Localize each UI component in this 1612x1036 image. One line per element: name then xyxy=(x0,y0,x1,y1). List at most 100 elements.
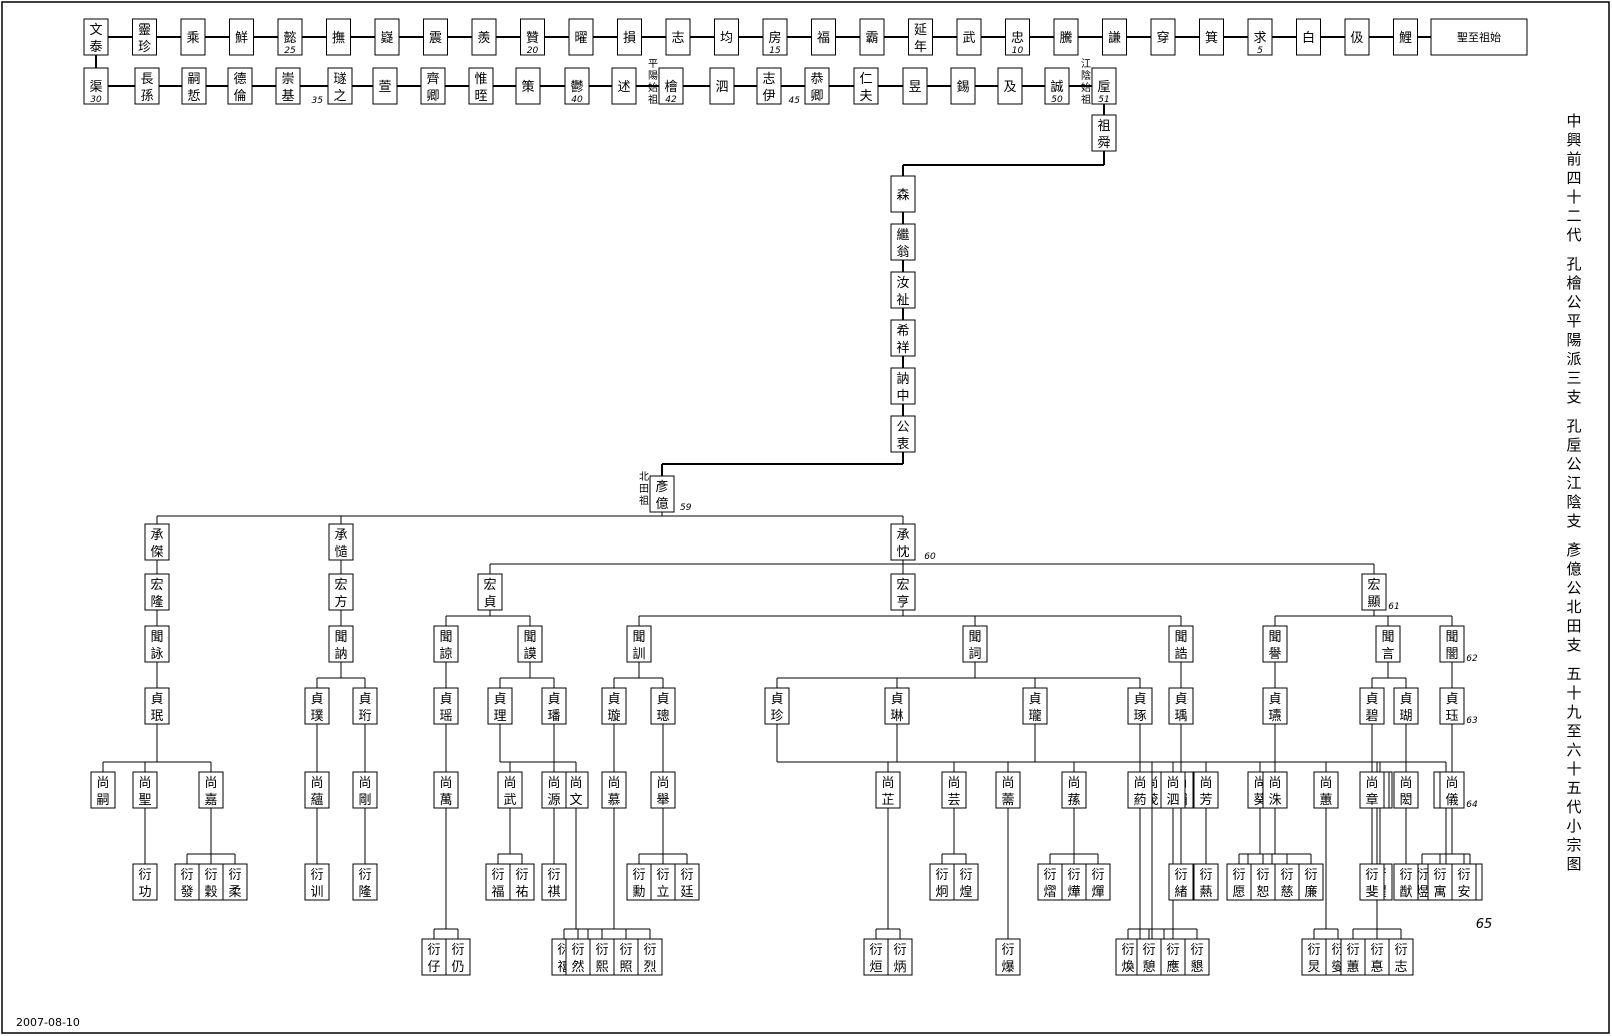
person-box: 渠 xyxy=(83,67,109,105)
person-box: 貞珩 xyxy=(352,687,378,725)
person-box: 錫 xyxy=(950,67,976,105)
person-box: 尚聖 xyxy=(132,771,158,809)
person-name: 忠 xyxy=(1011,31,1024,46)
person-name: 隆 xyxy=(358,885,371,900)
person-box: 尚葯 xyxy=(1127,771,1153,809)
person-name: 靈 xyxy=(138,23,151,38)
person-name: 及 xyxy=(1003,80,1016,95)
person-name: 貞 xyxy=(607,692,620,707)
generation-number: 60 xyxy=(924,552,936,562)
person-box-frame xyxy=(1393,687,1419,725)
person-box: 繼翁 xyxy=(890,223,916,261)
person-name: 鬱 xyxy=(570,80,583,95)
side-label: 始 xyxy=(1081,81,1091,94)
person-name: 爆 xyxy=(1001,960,1014,975)
person-name: 燀 xyxy=(1091,885,1104,900)
person-name: 尚 xyxy=(1133,776,1146,791)
person-name: 檜 xyxy=(664,79,677,95)
generation-number: 20 xyxy=(527,46,539,56)
person-box-frame xyxy=(884,687,910,725)
person-name: 衍 xyxy=(619,943,632,958)
person-name: 志 xyxy=(671,31,684,46)
title-char: 小 xyxy=(1566,817,1581,835)
person-box: 白 xyxy=(1296,18,1321,56)
person-name: 璞 xyxy=(310,709,323,724)
person-name: 志 xyxy=(762,72,775,87)
person-name: 璇 xyxy=(607,709,620,724)
person-box-frame xyxy=(227,67,253,105)
title-char: 公 xyxy=(1566,579,1581,597)
person-box-frame xyxy=(1439,687,1465,725)
person-box-frame xyxy=(1393,863,1419,901)
person-name: 衍 xyxy=(1280,868,1293,883)
person-box: 衍斐 xyxy=(1359,863,1385,901)
person-name: 衍 xyxy=(1232,868,1245,883)
person-name: 烜 xyxy=(869,960,882,975)
person-box-frame xyxy=(1364,938,1390,976)
person-box-frame xyxy=(497,771,523,809)
person-box-frame xyxy=(180,18,206,56)
person-name: 恕 xyxy=(1256,885,1269,900)
person-name: 衷 xyxy=(896,436,909,452)
person-name: 尚 xyxy=(310,776,323,791)
person-name: 勳 xyxy=(632,885,645,900)
person-box: 衍燁 xyxy=(1061,863,1087,901)
person-name: 尚 xyxy=(439,776,452,791)
person-name: 衍 xyxy=(1174,868,1187,883)
person-box-frame xyxy=(617,18,642,56)
person-box-frame xyxy=(1150,18,1176,56)
person-box: 謙 xyxy=(1102,18,1127,56)
generation-number: 64 xyxy=(1466,800,1478,810)
person-name: 熠 xyxy=(1043,885,1056,900)
person-box: 祖舜 xyxy=(1091,114,1117,152)
generation-number: 50 xyxy=(1051,95,1063,105)
person-name: 芷 xyxy=(881,792,894,808)
person-name: 承 xyxy=(896,528,909,543)
person-name: 闇 xyxy=(1445,647,1458,662)
person-name: 志 xyxy=(1394,960,1407,975)
person-name: 應 xyxy=(1166,959,1179,975)
person-box: 贊 xyxy=(520,18,545,56)
person-name: 萱 xyxy=(378,80,391,95)
person-box-frame xyxy=(1274,863,1300,901)
side-label: 北 xyxy=(639,471,649,483)
person-name: 尚 xyxy=(1445,776,1458,791)
person-box-frame xyxy=(714,18,739,56)
person-box: 泗 xyxy=(709,67,735,105)
person-box: 衍熠 xyxy=(1037,863,1063,901)
person-name: 聞 xyxy=(334,630,347,645)
person-box-frame xyxy=(1022,687,1048,725)
person-name: 衍 xyxy=(893,943,906,958)
person-name: 謙 xyxy=(1108,31,1121,46)
title-char: 孔 xyxy=(1566,417,1581,435)
person-box-frame xyxy=(328,573,354,611)
person-box: 衍柔 xyxy=(222,863,248,901)
person-name: 薷 xyxy=(1001,793,1014,808)
person-name: 仔 xyxy=(427,960,440,975)
person-name: 延 xyxy=(914,23,927,38)
side-label: 田 xyxy=(639,484,649,495)
person-name: 穿 xyxy=(1156,30,1169,46)
person-box-frame xyxy=(198,771,224,809)
person-box: 均 xyxy=(714,18,739,56)
person-name: 損 xyxy=(623,31,636,46)
title-char: 十 xyxy=(1566,188,1581,206)
person-name: 宏 xyxy=(896,578,909,593)
person-box-frame xyxy=(890,367,916,405)
person-box-frame xyxy=(433,625,459,663)
person-box-frame xyxy=(1393,18,1418,56)
person-box: 貞碧 xyxy=(1359,687,1385,725)
person-box: 羨 xyxy=(471,18,497,56)
person-name: 貞 xyxy=(1445,692,1458,707)
person-name: 貞 xyxy=(493,692,506,707)
person-name: 譽 xyxy=(1268,647,1281,662)
person-box-frame xyxy=(144,625,170,663)
person-box: 衍寓 xyxy=(1427,863,1453,901)
person-name: 珉 xyxy=(150,709,163,724)
person-name: 懿 xyxy=(283,31,296,46)
generation-number: 10 xyxy=(1012,46,1024,56)
person-box: 貞琳 xyxy=(884,687,910,725)
person-box-frame xyxy=(1127,771,1153,809)
person-name: 瓏 xyxy=(1028,708,1041,724)
